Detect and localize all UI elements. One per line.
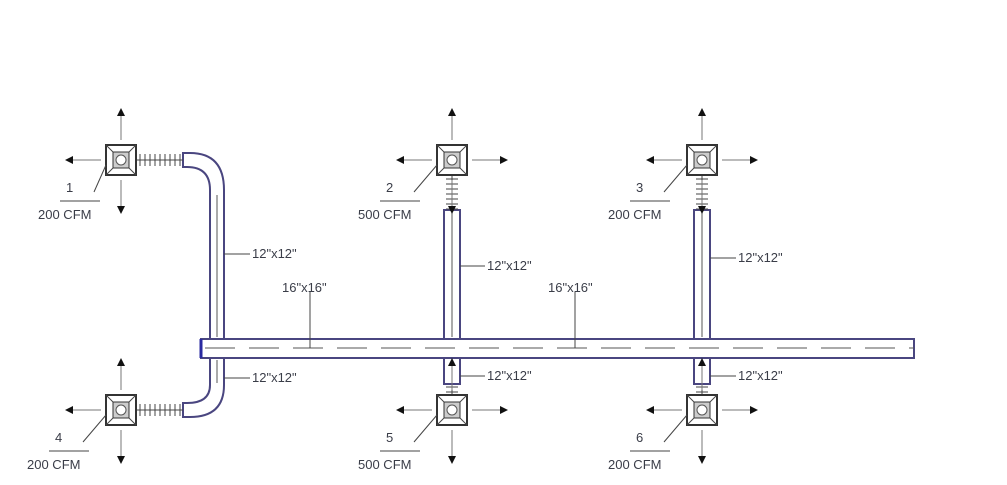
ceiling-diffuser-3-icon	[686, 144, 718, 176]
diffuser-1-airflow: 200 CFM	[38, 207, 91, 222]
branch-size-label-6: 12"x12"	[738, 368, 783, 383]
ceiling-diffuser-5-icon	[436, 394, 468, 426]
diffuser-3-number: 3	[636, 180, 643, 195]
diffuser-2-airflow: 500 CFM	[358, 207, 411, 222]
branch-duct-elbow-1	[182, 152, 225, 340]
branch-duct-elbow-4	[182, 357, 225, 418]
diffuser-tag-leader	[82, 414, 107, 443]
diffuser-6-number: 6	[636, 430, 643, 445]
ceiling-diffuser-2-icon	[436, 144, 468, 176]
branch-size-label-4: 12"x12"	[252, 370, 297, 385]
ceiling-diffuser-1-icon	[105, 144, 137, 176]
branch-size-label-3: 12"x12"	[738, 250, 783, 265]
main-duct-size-label-2: 16"x16"	[548, 280, 593, 295]
diffuser-6-airflow: 200 CFM	[608, 457, 661, 472]
branch-size-label-2: 12"x12"	[487, 258, 532, 273]
diffuser-5-airflow: 500 CFM	[358, 457, 411, 472]
diffuser-tag-leader	[413, 414, 438, 443]
diffuser-tag-leader	[663, 164, 688, 193]
main-duct-size-label-1: 16"x16"	[282, 280, 327, 295]
diffuser-2-number: 2	[386, 180, 393, 195]
diffuser-tag-leader	[93, 164, 107, 193]
diffuser-4-airflow: 200 CFM	[27, 457, 80, 472]
diffuser-tag-leader	[413, 164, 438, 193]
branch-size-label-5: 12"x12"	[487, 368, 532, 383]
ceiling-diffuser-6-icon	[686, 394, 718, 426]
diffuser-tag-leader	[663, 414, 688, 443]
diffuser-5-number: 5	[386, 430, 393, 445]
diffuser-1-number: 1	[66, 180, 73, 195]
diffuser-3-airflow: 200 CFM	[608, 207, 661, 222]
diffuser-4-number: 4	[55, 430, 62, 445]
branch-size-label-1: 12"x12"	[252, 246, 297, 261]
ceiling-diffuser-4-icon	[105, 394, 137, 426]
